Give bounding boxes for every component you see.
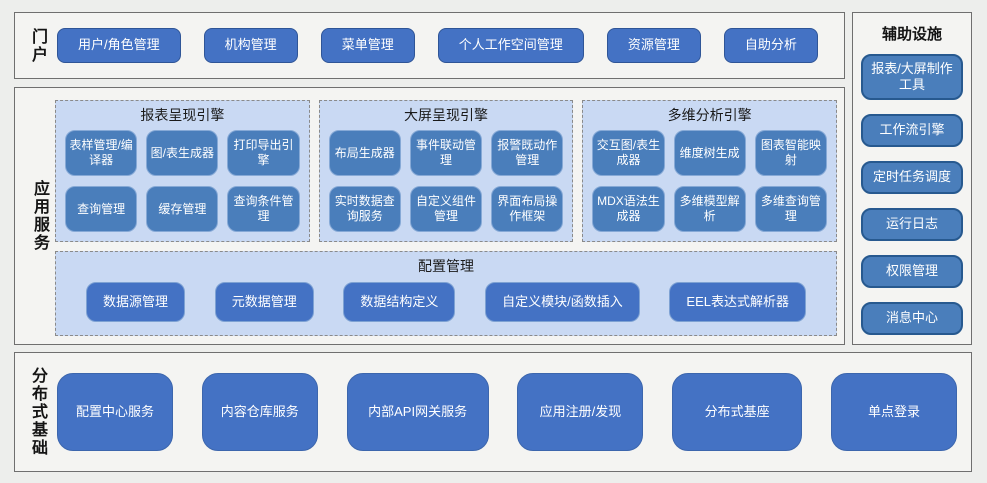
auxiliary-button[interactable]: 运行日志 xyxy=(861,208,963,241)
portal-section-label: 门户 xyxy=(29,27,46,64)
engine-group-buttons: 交互图/表生成器维度树生成图表智能映射 MDX语法生成器多维模型解析多维查询管理 xyxy=(583,128,836,241)
engine-row: 报表呈现引擎 表样管理/编译器图/表生成器打印导出引擎查询管理缓存管理查询条件管… xyxy=(55,100,838,242)
config-group-title: 配置管理 xyxy=(418,258,474,274)
auxiliary-buttons: 报表/大屏制作工具工作流引擎定时任务调度运行日志权限管理消息中心 xyxy=(861,50,963,335)
portal-button[interactable]: 自助分析 xyxy=(723,28,818,63)
engine-group-title: 多维分析引擎 xyxy=(667,107,752,123)
engine-module-button[interactable]: 实时数据查询服务 xyxy=(328,186,401,232)
distributed-service-button[interactable]: 内部API网关服务 xyxy=(346,373,489,451)
distributed-service-button[interactable]: 配置中心服务 xyxy=(57,373,173,451)
engine-module-button[interactable]: 查询条件管理 xyxy=(227,186,300,232)
engine-module-button[interactable]: 界面布局操作框架 xyxy=(491,186,564,232)
config-module-button[interactable]: 元数据管理 xyxy=(214,282,314,322)
config-module-button[interactable]: EEL表达式解析器 xyxy=(669,282,806,322)
engine-group-olap: 多维分析引擎 交互图/表生成器维度树生成图表智能映射 MDX语法生成器多维模型解析… xyxy=(582,100,838,242)
engine-module-button[interactable]: 多维模型解析 xyxy=(673,186,746,232)
distributed-service-button[interactable]: 分布式基座 xyxy=(672,373,803,451)
app-services-content: 报表呈现引擎 表样管理/编译器图/表生成器打印导出引擎查询管理缓存管理查询条件管… xyxy=(55,88,844,344)
engine-module-button[interactable]: 报警既动作管理 xyxy=(491,130,564,176)
engine-module-button[interactable]: 事件联动管理 xyxy=(409,130,483,176)
config-management-group: 配置管理 数据源管理元数据管理数据结构定义自定义模块/函数插入 EEL表达式解析器 xyxy=(55,251,837,336)
engine-module-button[interactable]: 自定义组件管理 xyxy=(409,186,483,232)
engine-module-button[interactable]: 交互图/表生成器 xyxy=(592,130,665,176)
engine-module-button[interactable]: 布局生成器 xyxy=(328,130,401,176)
config-module-button[interactable]: 数据结构定义 xyxy=(343,282,456,322)
portal-button[interactable]: 机构管理 xyxy=(203,28,298,63)
auxiliary-button[interactable]: 工作流引擎 xyxy=(861,114,963,147)
auxiliary-button[interactable]: 权限管理 xyxy=(861,255,963,288)
config-module-button[interactable]: 自定义模块/函数插入 xyxy=(485,282,640,322)
engine-group-title: 大屏呈现引擎 xyxy=(404,107,488,123)
portal-buttons: 用户/角色管理机构管理菜单管理个人工作空间管理资源管理自助分析 xyxy=(57,28,844,63)
engine-group-title: 报表呈现引擎 xyxy=(140,107,225,123)
distributed-foundation-section: 分布式基础 配置中心服务内容仓库服务内部API网关服务应用注册/发现分布式基座单… xyxy=(14,352,972,472)
engine-group-bigscreen: 大屏呈现引擎 布局生成器事件联动管理报警既动作管理实时数据查询服务自定义组件管理… xyxy=(318,100,574,242)
distributed-service-button[interactable]: 内容仓库服务 xyxy=(201,373,318,451)
auxiliary-section: 辅助设施 报表/大屏制作工具工作流引擎定时任务调度运行日志权限管理消息中心 xyxy=(852,12,972,345)
engine-module-button[interactable]: MDX语法生成器 xyxy=(592,186,665,232)
engine-module-button[interactable]: 多维查询管理 xyxy=(754,186,828,232)
distributed-service-button[interactable]: 单点登录 xyxy=(830,373,957,451)
portal-button[interactable]: 资源管理 xyxy=(606,28,701,63)
auxiliary-section-title: 辅助设施 xyxy=(881,26,942,43)
engine-module-button[interactable]: 打印导出引擎 xyxy=(227,130,300,176)
engine-module-button[interactable]: 缓存管理 xyxy=(146,186,219,232)
engine-group-buttons: 布局生成器事件联动管理报警既动作管理实时数据查询服务自定义组件管理界面布局操作框… xyxy=(320,128,573,241)
portal-section: 门户 用户/角色管理机构管理菜单管理个人工作空间管理资源管理自助分析 xyxy=(14,12,845,79)
engine-group-buttons: 表样管理/编译器图/表生成器打印导出引擎查询管理缓存管理查询条件管理 xyxy=(56,128,309,241)
auxiliary-button[interactable]: 报表/大屏制作工具 xyxy=(861,54,963,100)
distributed-service-button[interactable]: 应用注册/发现 xyxy=(517,373,644,451)
engine-group-report: 报表呈现引擎 表样管理/编译器图/表生成器打印导出引擎查询管理缓存管理查询条件管… xyxy=(55,100,310,242)
auxiliary-button[interactable]: 消息中心 xyxy=(861,302,963,335)
engine-module-button[interactable]: 查询管理 xyxy=(65,186,138,232)
config-module-button[interactable]: 数据源管理 xyxy=(86,282,186,322)
app-services-section: 应用服务 报表呈现引擎 表样管理/编译器图/表生成器打印导出引擎查询管理缓存管理… xyxy=(14,87,845,345)
distributed-section-label: 分布式基础 xyxy=(29,367,46,457)
config-group-buttons: 数据源管理元数据管理数据结构定义自定义模块/函数插入 EEL表达式解析器 xyxy=(56,279,836,335)
engine-module-button[interactable]: 图/表生成器 xyxy=(146,130,219,176)
portal-button[interactable]: 个人工作空间管理 xyxy=(437,28,584,63)
engine-module-button[interactable]: 表样管理/编译器 xyxy=(65,130,138,176)
portal-button[interactable]: 菜单管理 xyxy=(320,28,415,63)
auxiliary-button[interactable]: 定时任务调度 xyxy=(861,161,963,194)
distributed-buttons: 配置中心服务内容仓库服务内部API网关服务应用注册/发现分布式基座单点登录 xyxy=(51,373,971,451)
portal-button[interactable]: 用户/角色管理 xyxy=(57,28,181,63)
app-services-label: 应用服务 xyxy=(31,180,48,252)
engine-module-button[interactable]: 维度树生成 xyxy=(673,130,746,176)
engine-module-button[interactable]: 图表智能映射 xyxy=(754,130,828,176)
